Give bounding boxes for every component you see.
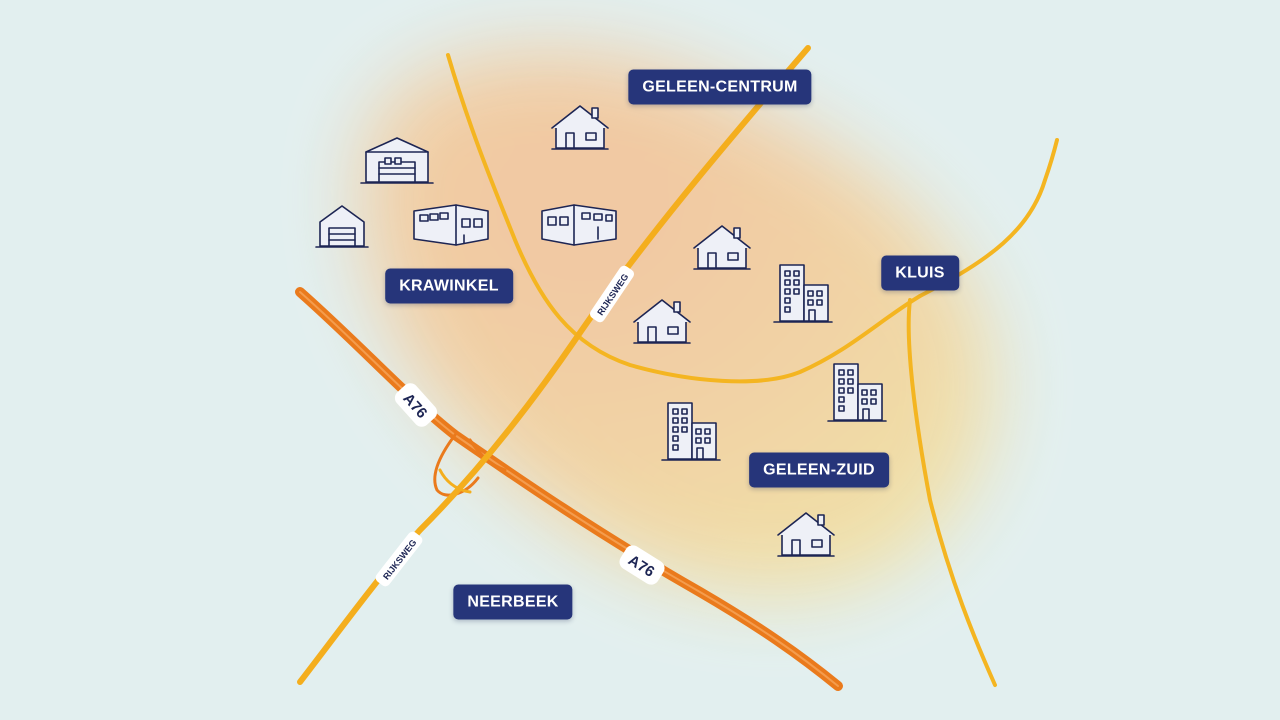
house-icon bbox=[693, 225, 751, 270]
place-label-geleen-centrum[interactable]: GELEEN-CENTRUM bbox=[628, 69, 812, 105]
place-label-geleen-zuid[interactable]: GELEEN-ZUID bbox=[749, 452, 889, 488]
office-building-icon bbox=[413, 204, 489, 246]
local-road-kluis-south bbox=[906, 298, 997, 687]
rijksweg-tag-south-text: RIJKSWEG bbox=[381, 538, 418, 582]
highway-a76 bbox=[295, 287, 843, 691]
house-icon bbox=[633, 299, 691, 344]
house-icon bbox=[551, 105, 609, 150]
apartment-block-icon bbox=[661, 402, 721, 461]
road-rijksweg bbox=[297, 45, 811, 685]
local-road-kluis-northeast bbox=[918, 138, 1059, 298]
local-roads bbox=[446, 53, 1059, 687]
apartment-block-icon bbox=[827, 363, 887, 422]
garage-icon bbox=[315, 205, 369, 248]
house-icon bbox=[777, 512, 835, 557]
warehouse-icon bbox=[360, 137, 434, 184]
place-label-krawinkel[interactable]: KRAWINKEL bbox=[385, 268, 513, 304]
rijksweg-tag-south: RIJKSWEG bbox=[375, 531, 423, 587]
place-label-kluis[interactable]: KLUIS bbox=[881, 255, 959, 291]
office-building-icon bbox=[541, 204, 617, 246]
apartment-block-icon bbox=[773, 264, 833, 323]
place-label-neerbeek[interactable]: NEERBEEK bbox=[453, 584, 573, 620]
local-road-north-west bbox=[446, 53, 922, 384]
